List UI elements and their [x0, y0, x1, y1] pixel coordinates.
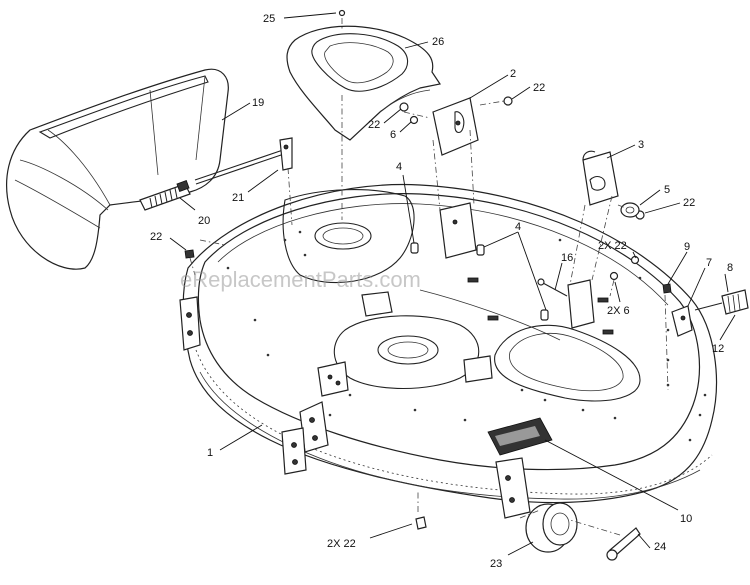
center-bracket: [439, 202, 595, 329]
callout-labels: 25 26 2 22 22 6 19 3 4 5 22 21 20 4 22 2…: [150, 13, 733, 570]
bolt-24: [606, 527, 641, 561]
callout-12: 12: [712, 343, 724, 355]
wheel-23: [525, 502, 578, 553]
callout-22-c: 22: [683, 197, 695, 209]
callout-7: 7: [706, 257, 712, 269]
nut-22-bottom: [415, 516, 427, 530]
deck-decal: [487, 417, 553, 456]
callout-9: 9: [684, 241, 690, 253]
callout-21: 21: [232, 192, 244, 204]
front-bracket: [495, 457, 531, 519]
callout-19: 19: [252, 97, 264, 109]
knob-12: [721, 289, 749, 315]
bushing-5: [620, 202, 640, 218]
callout-3: 3: [638, 139, 644, 151]
left-brackets: [179, 296, 349, 475]
nut-22-top: [399, 102, 409, 112]
callout-4-b: 4: [515, 221, 521, 233]
callout-24: 24: [654, 541, 666, 553]
callout-2x6: 2X 6: [607, 305, 630, 317]
callout-20: 20: [198, 215, 210, 227]
washer-6: [409, 115, 419, 125]
fitting-9: [662, 283, 672, 294]
nut-22-left: [184, 249, 195, 259]
bolt-25: [338, 9, 346, 17]
callout-22-b: 22: [368, 119, 380, 131]
nut-2x22: [630, 255, 640, 265]
washer-2x6: [609, 271, 619, 281]
pin-4: [410, 242, 549, 321]
callout-22-d: 22: [150, 231, 162, 243]
callout-10: 10: [680, 513, 692, 525]
callout-6-a: 6: [390, 129, 396, 141]
hinge-rod: [194, 137, 293, 185]
callout-2x22-a: 2X 22: [598, 240, 627, 252]
bracket-3: [582, 150, 619, 206]
nut-22-right: [503, 96, 513, 106]
assembly-lines: [189, 18, 669, 536]
callout-5: 5: [664, 184, 670, 196]
callout-1: 1: [207, 447, 213, 459]
callout-22-a: 22: [533, 82, 545, 94]
bracket-2: [432, 97, 479, 156]
leader-lines: [169, 12, 736, 556]
callout-23: 23: [490, 558, 502, 570]
elbow-7: [671, 305, 693, 337]
callout-26: 26: [432, 36, 444, 48]
callout-8: 8: [727, 262, 733, 274]
spring-8: [694, 302, 723, 311]
grass-chute: [6, 68, 229, 270]
callout-16: 16: [561, 252, 573, 264]
callout-25: 25: [263, 13, 275, 25]
chute-hinge: [139, 180, 191, 211]
watermark: eReplacementParts.com: [180, 267, 421, 292]
belt-cover: [286, 25, 441, 141]
callout-2: 2: [510, 68, 516, 80]
callout-2x22-b: 2X 22: [327, 538, 356, 550]
callout-4-a: 4: [396, 161, 402, 173]
